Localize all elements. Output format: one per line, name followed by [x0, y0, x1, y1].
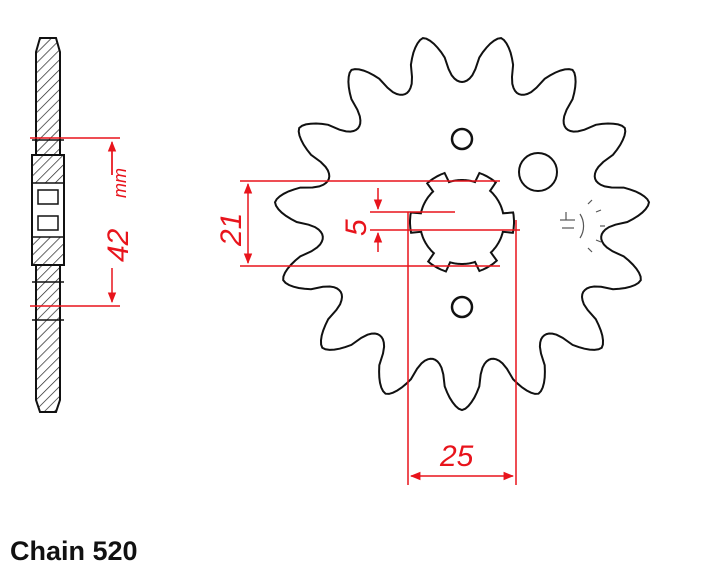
spline-bore	[409, 171, 515, 273]
bolt-hole-bottom	[450, 295, 474, 319]
dimension-25-value: 25	[439, 440, 474, 473]
manufacturer-mark-icon	[560, 199, 605, 253]
sprocket-side-profile	[31, 37, 65, 413]
lightening-hole	[518, 152, 558, 192]
dimension-42mm: 42 mm	[30, 137, 135, 307]
chain-size-label: Chain 520	[10, 536, 138, 566]
dimension-42-unit: mm	[110, 168, 130, 198]
bolt-hole-top	[450, 127, 474, 151]
dimension-21: 21	[215, 180, 500, 267]
sprocket-front-view	[273, 37, 651, 412]
dimension-21-value: 21	[215, 213, 248, 247]
dimension-25: 25	[407, 212, 517, 485]
dimension-5-value: 5	[340, 219, 373, 236]
dimension-42-value: 42	[102, 228, 135, 262]
dimension-5: 5	[340, 188, 520, 252]
